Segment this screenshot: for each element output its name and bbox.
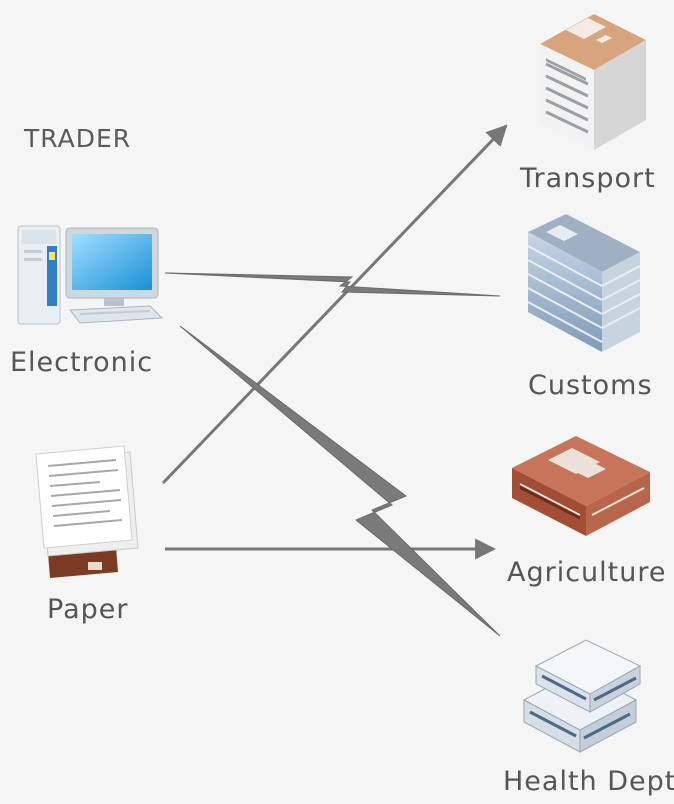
hospital-building-icon	[522, 639, 642, 753]
source-label-paper: Paper	[47, 594, 129, 625]
agency-label-health: Health Dept	[503, 766, 674, 797]
brick-building-icon	[512, 436, 650, 536]
glass-tower-icon	[527, 214, 641, 352]
agency-label-agriculture: Agriculture	[507, 557, 667, 588]
trader-title: TRADER	[24, 124, 132, 153]
arrow-paper-to-transport	[161, 124, 508, 485]
agency-label-customs: Customs	[528, 370, 653, 401]
paper-documents-icon	[35, 445, 139, 578]
electronic-link-to-health	[179, 325, 501, 637]
office-building-icon	[540, 14, 646, 150]
source-label-electronic: Electronic	[10, 347, 154, 378]
agency-label-transport: Transport	[520, 163, 656, 194]
computer-icon	[17, 225, 164, 325]
electronic-link-to-customs	[164, 272, 501, 297]
